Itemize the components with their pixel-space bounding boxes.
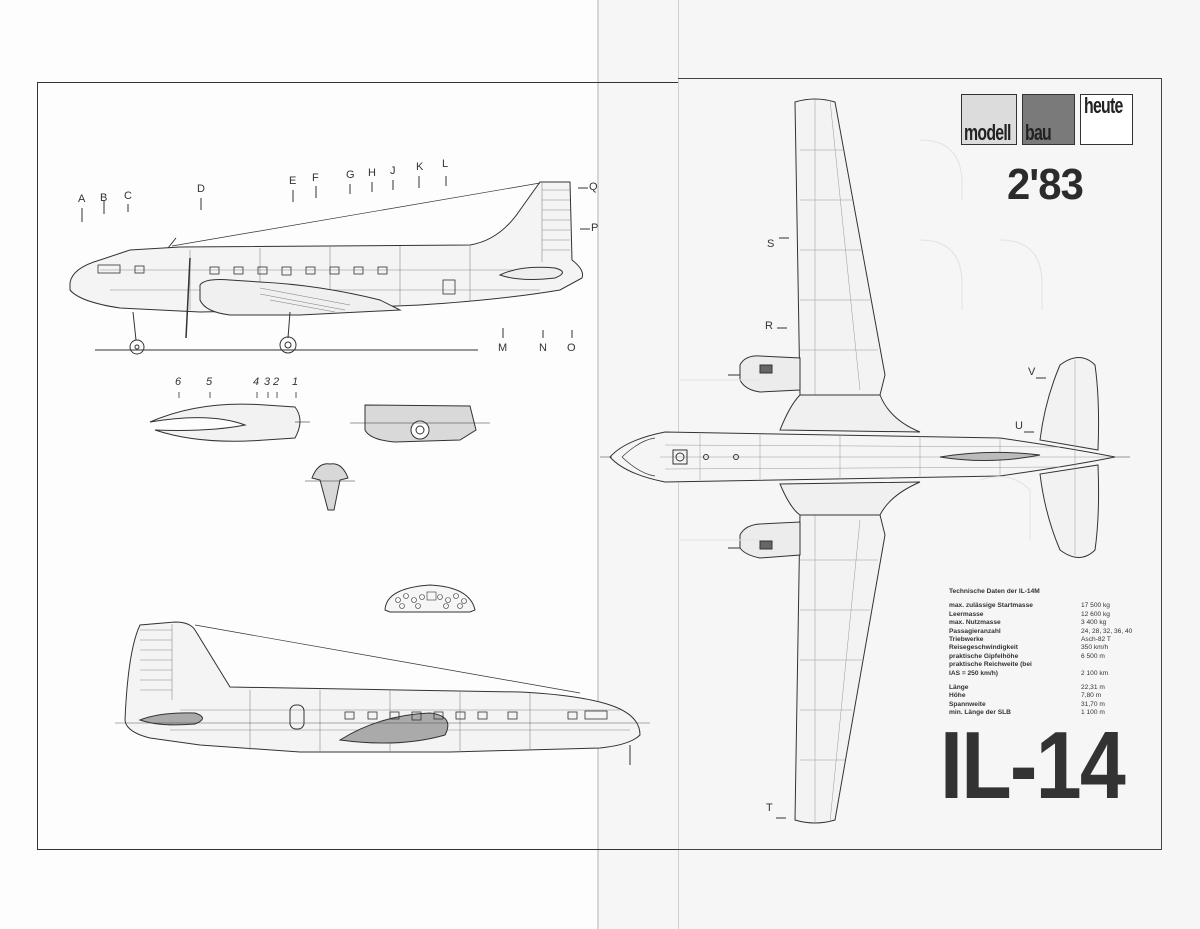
nacelle-label-2: 2: [273, 376, 280, 388]
tech-label: max. Nutzmasse: [949, 619, 1001, 627]
tech-row: Triebwerke Asch-82 T: [949, 636, 1139, 644]
logo-box-bau: bau: [1022, 94, 1075, 145]
tech-value: Asch-82 T: [1081, 636, 1111, 644]
tech-label: praktische Gipfelhöhe: [949, 652, 1019, 660]
tech-value: [1081, 661, 1139, 669]
dimension-row: Höhe 7,80 m: [949, 692, 1139, 700]
dimension-value: 1 100 m: [1081, 709, 1105, 717]
station-label-d: D: [197, 183, 205, 195]
tech-label: Triebwerke: [949, 636, 984, 644]
station-label-c: C: [124, 190, 132, 202]
tech-row: praktische Reichweite (bei: [949, 661, 1139, 669]
station-label-f: F: [312, 172, 319, 184]
tech-row: praktische Gipfelhöhe 6 500 m: [949, 653, 1139, 661]
dimension-row: Spannweite 31,70 m: [949, 701, 1139, 709]
station-label-n: N: [539, 342, 547, 354]
tech-value: 6 500 m: [1081, 652, 1105, 660]
dimension-value: 7,80 m: [1081, 692, 1102, 700]
station-label-o: O: [567, 342, 576, 354]
station-label-e: E: [289, 175, 297, 187]
tech-data-title: Technische Daten der IL-14M: [949, 588, 1040, 595]
station-label-a: A: [78, 193, 86, 205]
tech-row: Reisegeschwindigkeit 350 km/h: [949, 644, 1139, 652]
instrument-panel: [384, 584, 476, 613]
side-view-upper: [69, 176, 590, 355]
logo-word-heute: heute: [1084, 93, 1123, 118]
station-label-l: L: [442, 158, 449, 170]
station-label-m: M: [498, 342, 508, 354]
nacelle-label-3: 3: [264, 376, 271, 388]
tech-label: Passagieranzahl: [949, 627, 1001, 635]
tech-label: IAS = 250 km/h): [949, 669, 998, 677]
nacelle-section-details: [149, 392, 490, 511]
aircraft-title: IL-14: [940, 712, 1126, 819]
tech-value: 2 100 km: [1081, 669, 1109, 677]
dimension-label: Spannweite: [949, 700, 986, 708]
tech-row: max. Nutzmasse 3 400 kg: [949, 619, 1139, 627]
logo-box-heute: heute: [1080, 93, 1133, 145]
page-fold: [597, 0, 599, 929]
station-label-g: G: [346, 169, 355, 181]
drawing-frame-left: [37, 82, 678, 850]
tech-row: Passagieranzahl 24, 28, 32, 36, 40: [949, 628, 1139, 636]
station-label-j: J: [390, 165, 396, 177]
nacelle-label-1: 1: [292, 376, 299, 388]
station-label-q: Q: [589, 181, 598, 193]
station-label-k: K: [416, 161, 424, 173]
wing-label-s: S: [767, 238, 775, 250]
logo-word-modell: modell: [964, 120, 1011, 145]
tech-row: IAS = 250 km/h) 2 100 km: [949, 670, 1139, 678]
top-view: [600, 98, 1130, 824]
station-label-p: P: [591, 222, 599, 234]
nacelle-label-4: 4: [253, 376, 260, 388]
tech-label: Leermasse: [949, 610, 984, 618]
tech-data-table: Technische Daten der IL-14M max. zulässi…: [949, 588, 1139, 718]
logo-box-modell: modell: [961, 94, 1017, 145]
dimension-row: min. Länge der SLB 1 100 m: [949, 709, 1139, 717]
tech-value: 17 500 kg: [1081, 602, 1110, 610]
tech-value: 350 km/h: [1081, 644, 1109, 652]
tech-row: Leermasse 12 600 kg: [949, 611, 1139, 619]
side-view-lower: [115, 621, 650, 765]
dimension-label: Länge: [949, 684, 969, 692]
logo-word-bau: bau: [1025, 120, 1052, 145]
wing-label-t: T: [766, 802, 773, 814]
drawing-frame-right: [678, 78, 1162, 850]
tech-label: praktische Reichweite (bei: [949, 661, 1032, 669]
nacelle-label-6: 6: [175, 376, 182, 388]
tech-value: 24, 28, 32, 36, 40: [1081, 627, 1133, 635]
dimension-value: 31,70 m: [1081, 700, 1105, 708]
left-page: [0, 0, 597, 929]
station-label-h: H: [368, 167, 376, 179]
nacelle-label-5: 5: [206, 376, 213, 388]
station-label-b: B: [100, 192, 108, 204]
tech-value: 3 400 kg: [1081, 619, 1107, 627]
tech-label: max. zulässige Startmasse: [949, 602, 1033, 610]
dimension-label: Höhe: [949, 692, 966, 700]
tail-label-u: U: [1015, 420, 1023, 432]
wing-label-r: R: [765, 320, 773, 332]
tech-row: max. zulässige Startmasse 17 500 kg: [949, 602, 1139, 610]
dimension-row: Länge 22,31 m: [949, 684, 1139, 692]
dimension-value: 22,31 m: [1081, 684, 1105, 692]
tech-value: 12 600 kg: [1081, 610, 1110, 618]
dimension-label: min. Länge der SLB: [949, 709, 1011, 717]
issue-number: 2'83: [1006, 160, 1084, 209]
tail-label-v: V: [1028, 366, 1036, 378]
tech-label: Reisegeschwindigkeit: [949, 644, 1018, 652]
